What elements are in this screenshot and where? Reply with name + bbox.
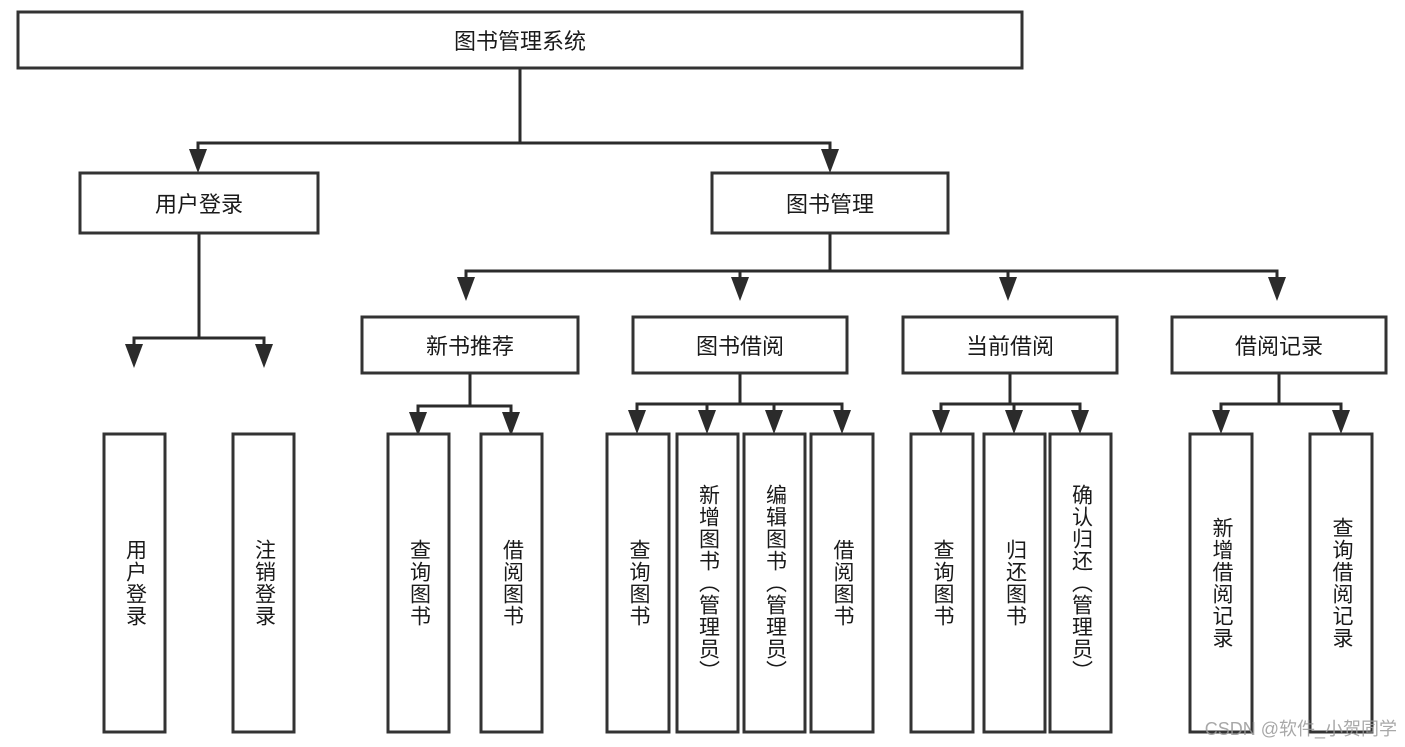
node-box-book-borrow[interactable] <box>631 315 849 375</box>
node-box-borrow-record[interactable] <box>1170 315 1388 375</box>
arrow-head-icon <box>1005 410 1023 434</box>
node-box-leaf-logout[interactable] <box>231 432 296 734</box>
arrow-head-icon <box>1071 410 1089 434</box>
node-box-l-query-books-2[interactable] <box>605 432 671 734</box>
arrow-head-icon <box>932 410 950 434</box>
node-box-book-management[interactable] <box>710 171 950 235</box>
node-box-root[interactable] <box>16 10 1024 70</box>
arrow-head-icon <box>409 412 427 436</box>
node-box-l-query-record[interactable] <box>1308 432 1374 734</box>
connectors-layer <box>125 66 1350 436</box>
node-box-leaf-user-login[interactable] <box>102 432 167 734</box>
arrow-head-icon <box>502 412 520 436</box>
node-box-l-confirm-return[interactable] <box>1048 432 1113 734</box>
node-box-l-add-book[interactable] <box>675 432 740 734</box>
node-box-l-borrow-books-1[interactable] <box>479 432 544 734</box>
arrow-head-icon <box>765 410 783 434</box>
node-box-l-query-books-1[interactable] <box>386 432 451 734</box>
node-box-l-add-record[interactable] <box>1188 432 1254 734</box>
node-box-user-login[interactable] <box>78 171 320 235</box>
arrow-head-icon <box>833 410 851 434</box>
node-box-l-query-books-3[interactable] <box>909 432 975 734</box>
arrow-head-icon <box>999 277 1017 301</box>
arrow-head-icon <box>189 149 207 173</box>
node-box-l-borrow-books-2[interactable] <box>809 432 875 734</box>
node-box-l-return-book[interactable] <box>982 432 1047 734</box>
node-box-l-edit-book[interactable] <box>742 432 807 734</box>
arrow-head-icon <box>731 277 749 301</box>
arrow-head-icon <box>1268 277 1286 301</box>
arrow-head-icon <box>255 344 273 368</box>
boxes-layer <box>16 10 1388 734</box>
node-box-current-borrow[interactable] <box>901 315 1119 375</box>
arrow-head-icon <box>1332 410 1350 434</box>
arrow-head-icon <box>457 277 475 301</box>
arrow-head-icon <box>821 149 839 173</box>
arrow-head-icon <box>628 410 646 434</box>
arrow-head-icon <box>698 410 716 434</box>
arrow-head-icon <box>1212 410 1230 434</box>
node-box-new-book-rec[interactable] <box>360 315 580 375</box>
arrow-head-icon <box>125 344 143 368</box>
